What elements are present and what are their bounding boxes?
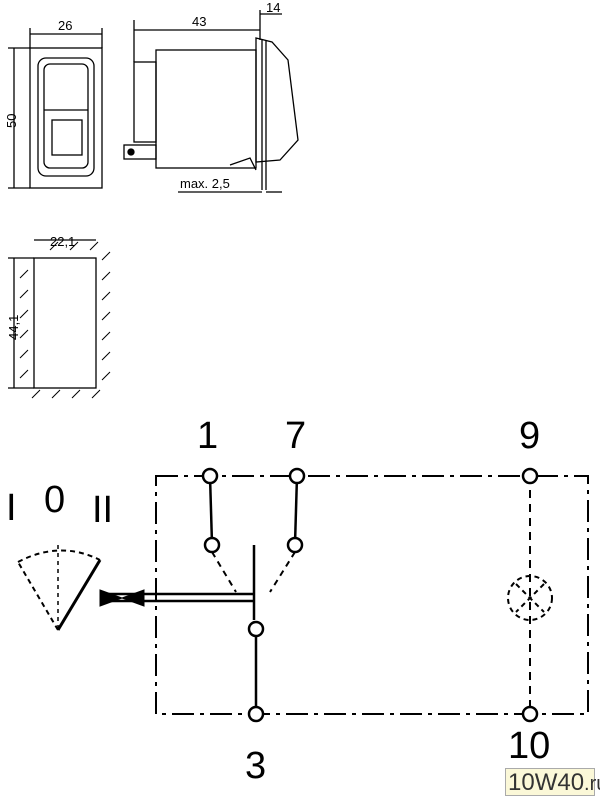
dim-cutout-height: 44,1 <box>6 315 21 340</box>
dim-cutout-width: 22,1 <box>50 234 75 249</box>
terminal-label-9: 9 <box>519 415 540 457</box>
front-view <box>8 28 103 189</box>
dim-rocker-depth: 14 <box>266 0 280 15</box>
watermark-logo: 10W40.ru <box>505 768 600 796</box>
terminal-label-10: 10 <box>508 725 550 767</box>
side-view <box>123 10 299 193</box>
terminal-label-3: 3 <box>245 745 266 787</box>
terminal-label-1: 1 <box>197 415 218 457</box>
circuit-schematic <box>17 467 589 723</box>
position-label-I: I <box>6 487 17 529</box>
dim-front-width: 26 <box>58 18 72 33</box>
terminal-label-7: 7 <box>285 415 306 457</box>
dim-side-depth: 43 <box>192 14 206 29</box>
dim-height: 50 <box>4 114 19 128</box>
position-label-II: II <box>92 489 113 531</box>
dim-panel-thickness: max. 2,5 <box>180 176 230 191</box>
position-label-0: 0 <box>44 479 65 521</box>
panel-cutout <box>8 239 111 399</box>
